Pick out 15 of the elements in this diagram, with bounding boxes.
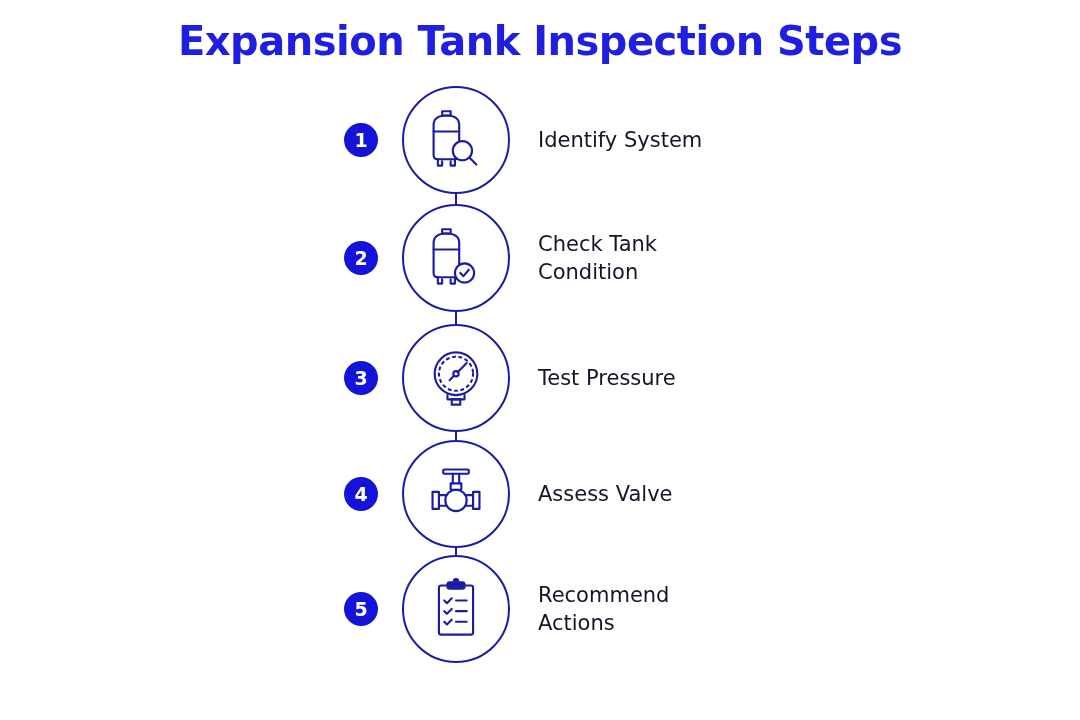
connector-line — [455, 193, 457, 205]
step-number: 4 — [344, 477, 378, 511]
step-label: Check Tank Condition — [538, 231, 658, 286]
step-label: Assess Valve — [538, 481, 674, 508]
title: Expansion Tank Inspection Steps — [177, 18, 903, 64]
connector-line — [455, 547, 457, 556]
step-label: Recommend Actions — [538, 582, 671, 637]
step-label: Test Pressure — [538, 365, 677, 392]
step-number: 3 — [344, 361, 378, 395]
step-number: 1 — [344, 123, 378, 157]
connector-line — [455, 431, 457, 441]
step-label: Identify System — [538, 127, 704, 154]
connector-line — [455, 311, 457, 325]
step-number: 2 — [344, 241, 378, 275]
step-number: 5 — [344, 592, 378, 626]
